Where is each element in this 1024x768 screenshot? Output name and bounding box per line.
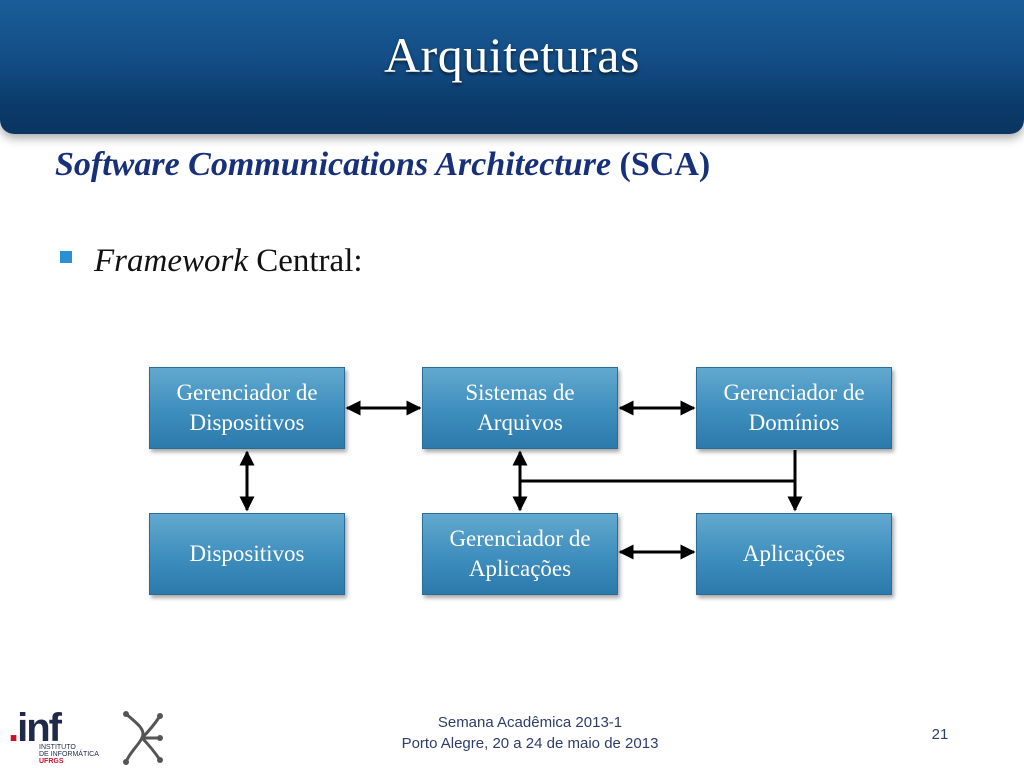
node-dispositivos: Dispositivos: [149, 513, 345, 595]
footer-location: Porto Alegre, 20 a 24 de maio de 2013: [401, 735, 659, 752]
bullet-italic: Framework: [94, 243, 248, 279]
square-bullet-icon: [60, 251, 72, 264]
bullet-item: Framework Central:: [60, 243, 363, 280]
inf-logo: .inf INSTITUTO DE INFORMÁTICA UFRGS: [8, 706, 99, 765]
bullet-text: Central:: [247, 243, 363, 279]
node-gerenciador-dispositivos: Gerenciador de Dispositivos: [149, 367, 345, 449]
slide-title: Arquiteturas: [384, 27, 640, 83]
page-number: 21: [931, 726, 949, 743]
footer-event: Semana Acadêmica 2013-1: [437, 714, 623, 731]
node-gerenciador-aplicacoes: Gerenciador de Aplicações: [422, 513, 618, 595]
subtitle-suffix: (SCA): [611, 146, 711, 183]
subtitle-italic: Software Communications Architecture: [55, 146, 612, 183]
node-aplicacoes: Aplicações: [696, 513, 892, 595]
title-bar: [0, 0, 1024, 134]
node-gerenciador-dominios: Gerenciador de Domínios: [696, 367, 892, 449]
ufrgs-emblem-icon: [123, 711, 163, 765]
slide-subtitle: Software Communications Architecture (SC…: [55, 146, 710, 184]
node-sistemas-arquivos: Sistemas de Arquivos: [422, 367, 618, 449]
